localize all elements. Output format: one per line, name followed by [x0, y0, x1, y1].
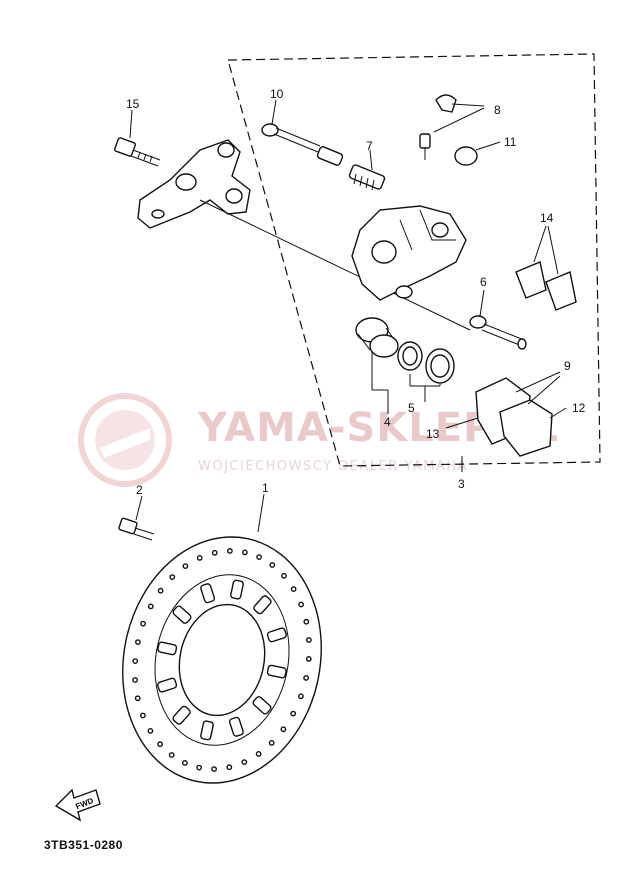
- disc-hole: [280, 572, 287, 579]
- disc-vent-slot: [230, 579, 244, 600]
- disc-vent-slot: [253, 595, 272, 615]
- disc-vent-slot: [172, 705, 191, 725]
- callout-7: 7: [366, 139, 373, 153]
- disc-vent-slot: [200, 720, 214, 741]
- piston-part: [355, 317, 399, 358]
- bracket-bolt-part: [114, 137, 161, 167]
- disc-hole: [211, 549, 218, 556]
- disc-hole: [196, 555, 203, 561]
- disc-hole: [157, 741, 164, 748]
- slide-pin-part: [316, 146, 386, 191]
- disc-hole: [269, 562, 276, 568]
- disc-hole: [268, 740, 275, 746]
- bleed-screw-part: [419, 94, 457, 160]
- disc-hole: [256, 554, 262, 560]
- pad-pin-part: [469, 315, 527, 350]
- watermark-subtitle: WOJCIECHOWSCY DEALER YAMAHA: [198, 459, 468, 474]
- disc-hole: [182, 563, 189, 569]
- disc-vent-slot: [200, 583, 216, 604]
- disc-vent-slot: [252, 696, 272, 715]
- callout-12: 12: [572, 401, 586, 415]
- disc-vent-slot: [266, 664, 287, 679]
- disc-hole: [196, 764, 203, 771]
- disc-hole: [157, 587, 164, 594]
- disc-hole: [303, 618, 310, 625]
- disc-hole: [280, 726, 287, 733]
- callout-6: 6: [480, 275, 487, 289]
- caliper-body-part: [351, 205, 467, 301]
- callout-9: 9: [564, 359, 571, 373]
- callout-8: 8: [494, 103, 501, 117]
- disc-hole: [139, 712, 146, 719]
- disc-hole: [211, 766, 218, 772]
- disc-hole: [169, 574, 176, 580]
- diagram-code: 3TB351-0280: [44, 838, 123, 852]
- caliper-bracket-part: [137, 139, 251, 229]
- disc-bolt-part: [118, 517, 155, 541]
- forward-arrow-icon: FWD: [54, 788, 101, 822]
- disc-vent-slot: [266, 627, 287, 643]
- disc-hole: [181, 760, 188, 766]
- callout-14: 14: [540, 211, 554, 225]
- callout-3: 3: [458, 477, 465, 491]
- disc-hole: [132, 658, 139, 664]
- disc-hole: [241, 759, 248, 765]
- disc-hole: [134, 695, 141, 702]
- disc-hole: [147, 728, 154, 734]
- caliper-bolt-part: [261, 123, 321, 153]
- disc-hole: [132, 677, 139, 683]
- callout-5: 5: [408, 401, 415, 415]
- callout-11: 11: [504, 135, 517, 149]
- disc-vent-slot: [157, 641, 178, 656]
- disc-hole: [147, 603, 154, 610]
- caliper-assembly-boundary: [227, 53, 601, 467]
- disc-hole: [297, 693, 304, 700]
- disc-hole: [255, 751, 262, 757]
- disc-hole: [168, 752, 175, 758]
- watermark-logo: [78, 393, 172, 487]
- brake-disc-part: [122, 536, 322, 784]
- bracket-leader: [199, 199, 471, 331]
- disc-hole: [290, 710, 297, 717]
- cap-part: [454, 146, 478, 166]
- disc-hole: [298, 601, 304, 608]
- callout-leaders: [129, 99, 567, 533]
- disc-hole: [303, 675, 309, 681]
- brake-pad-part: [475, 377, 553, 457]
- disc-hole: [290, 586, 297, 592]
- disc-hole: [226, 548, 233, 554]
- callout-1: 1: [262, 481, 269, 495]
- disc-hole: [241, 549, 248, 556]
- callout-10: 10: [270, 87, 284, 101]
- disc-vent-slot: [157, 677, 178, 693]
- disc-vent-slot: [172, 605, 192, 624]
- piston-seal-part: [397, 341, 455, 384]
- callout-15: 15: [126, 97, 140, 111]
- disc-hole: [134, 639, 141, 645]
- disc-hole: [305, 637, 312, 643]
- pad-spring-part: [515, 261, 577, 311]
- disc-hole: [140, 620, 147, 627]
- disc-vent-slot: [228, 716, 244, 737]
- callout-2: 2: [136, 483, 143, 497]
- callout-4: 4: [384, 415, 391, 429]
- callout-13: 13: [426, 427, 440, 441]
- disc-hole: [305, 656, 312, 662]
- disc-hole: [226, 764, 233, 771]
